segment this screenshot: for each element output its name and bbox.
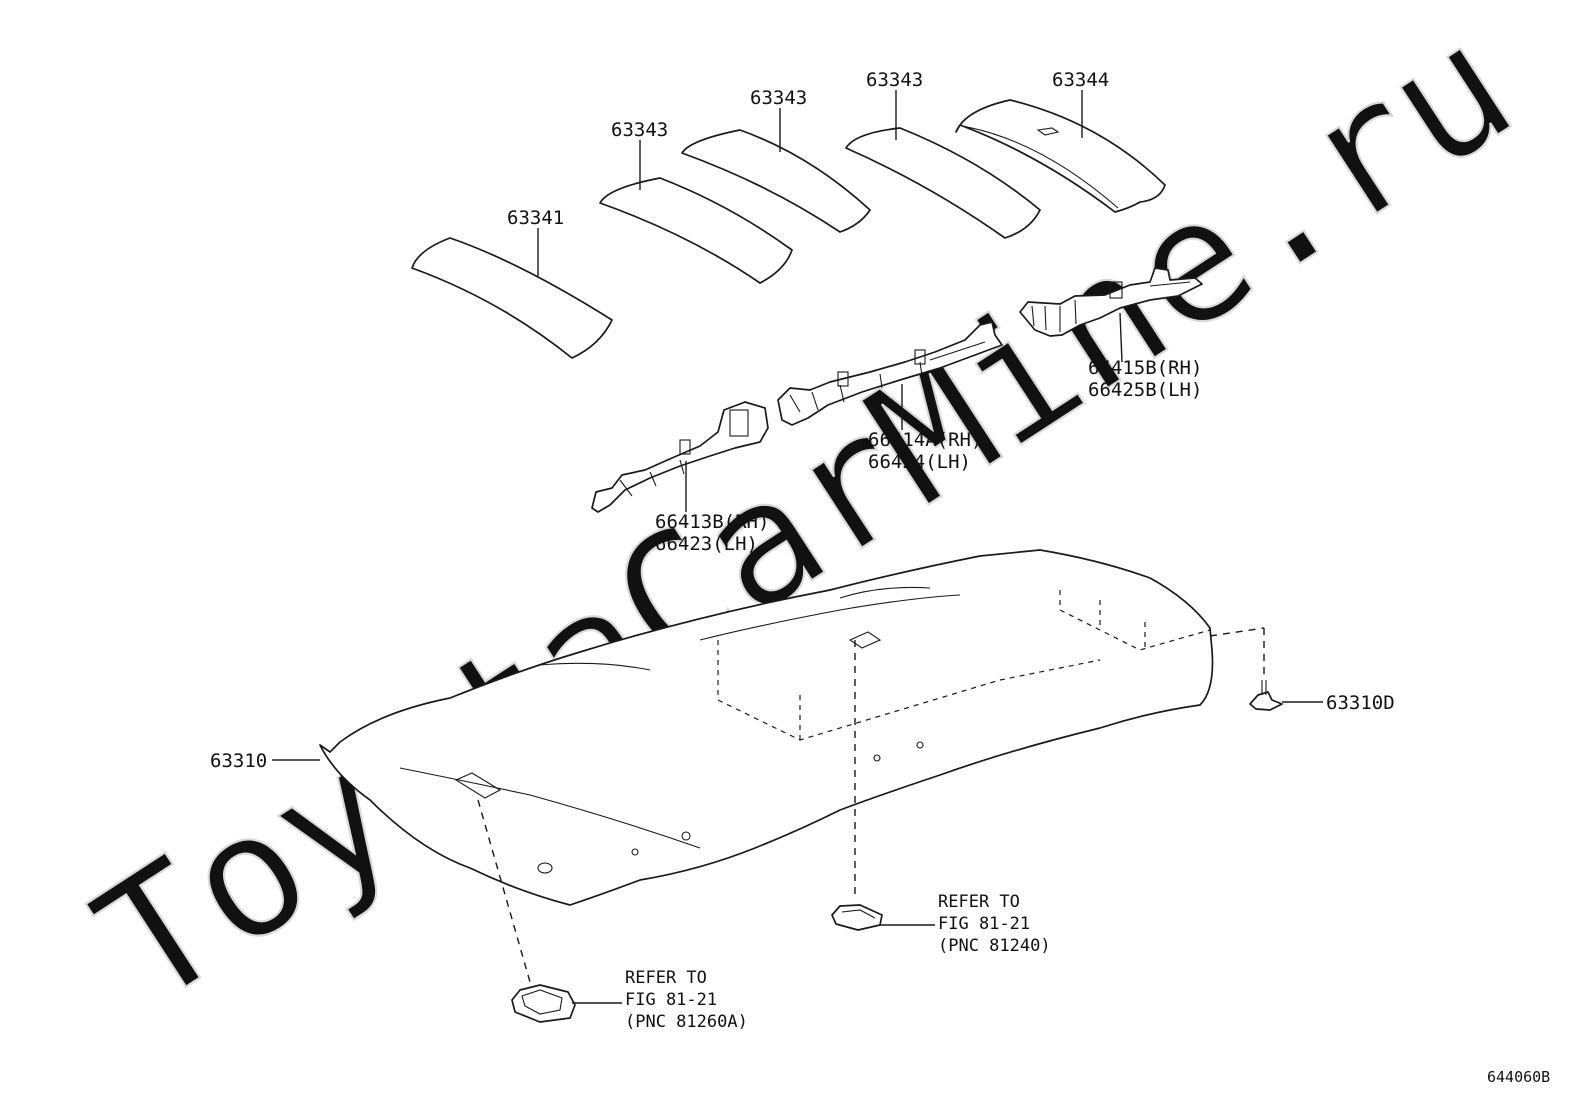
roof-headlining-63310[interactable] [319,549,1214,906]
label-66425B-lh: 66425B(LH) [1088,379,1202,401]
label-63343-2: 63343 [750,87,807,109]
label-66424-lh: 66424(LH) [868,451,971,473]
label-66423-lh: 66423(LH) [655,533,758,555]
clip-63310D[interactable] [1209,627,1283,711]
insulator-pad-63343-2[interactable] [681,129,871,233]
insulator-pad-63343-1[interactable] [599,177,793,284]
room-lamp-ref-line2: FIG 81-21 [938,914,1030,934]
room-lamp-ref-line3: (PNC 81240) [938,936,1051,956]
bracket-front-66413B[interactable] [591,401,769,513]
label-63343-3: 63343 [866,69,923,91]
label-63343-1: 63343 [611,119,668,141]
label-63310D: 63310D [1326,692,1395,714]
map-lamp-ref-line3: (PNC 81260A) [625,1012,748,1032]
insulator-pad-63344[interactable] [955,99,1166,213]
bracket-center-66414A[interactable] [777,321,1003,426]
label-63341: 63341 [507,207,564,229]
insulator-pad-63341[interactable] [411,237,613,359]
room-lamp-ref-line1: REFER TO [938,892,1020,912]
label-66413B-rh: 66413B(RH) [655,511,769,533]
room-lamp-assembly[interactable] [831,640,883,931]
label-63310: 63310 [210,750,267,772]
bracket-rear-66415B[interactable] [1019,267,1203,337]
map-lamp-ref-line2: FIG 81-21 [625,990,717,1010]
map-lamp-assembly[interactable] [477,799,576,1023]
label-66414A-rh: 66414A(RH) [868,429,982,451]
insulator-pad-63343-3[interactable] [845,127,1041,239]
label-63344: 63344 [1052,69,1109,91]
watermark: ToyotaCarMine.ru [64,0,1545,1044]
map-lamp-ref-line1: REFER TO [625,968,707,988]
label-66415B-rh: 66415B(RH) [1088,357,1202,379]
figure-number: 644060B [1487,1068,1550,1086]
